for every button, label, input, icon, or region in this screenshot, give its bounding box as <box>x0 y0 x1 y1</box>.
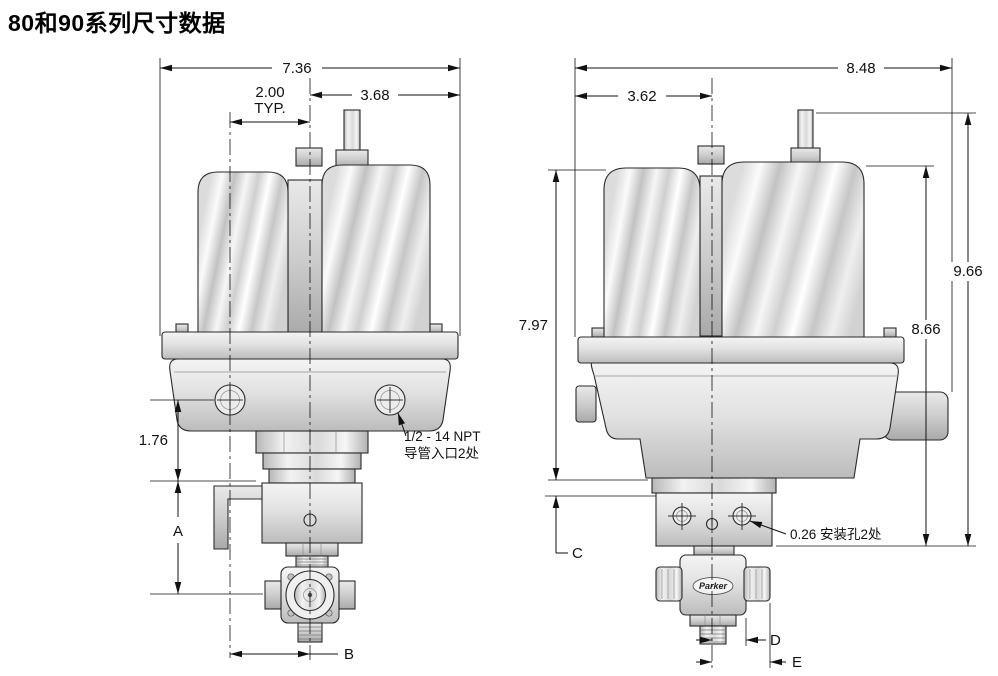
dim-typical-label: 2.00 <box>255 84 284 101</box>
dim-overall-width-label: 8.48 <box>846 60 875 77</box>
center-column <box>699 175 723 337</box>
mount-callout-leader <box>749 520 787 535</box>
base-flange <box>577 336 905 364</box>
top-center-boss <box>697 145 725 165</box>
right-solenoid-coil <box>321 164 431 336</box>
npt-callout-line2: 导管入口2处 <box>404 446 480 461</box>
pilot-stack-1 <box>255 430 369 454</box>
dim-body-height-label: 7.97 <box>519 317 548 334</box>
side-view: Parker 8.48 3.62 <box>519 58 989 671</box>
flange-bolt-right <box>883 327 897 338</box>
dim-overall-height-label: 9.66 <box>953 263 982 280</box>
brand-label: Parker <box>699 581 728 591</box>
knob-ridges <box>661 569 675 599</box>
front-view-valve-art <box>161 109 459 643</box>
dim-e-label: E <box>792 654 802 671</box>
dim-offset-label: 3.62 <box>627 88 656 105</box>
bottom-port <box>699 625 727 645</box>
manifold-block <box>261 482 363 544</box>
side-view-valve-art: Parker <box>575 109 949 645</box>
neck <box>651 477 777 494</box>
dim-coil-height-label: 8.66 <box>911 321 940 338</box>
mounting-hole-left <box>668 503 696 530</box>
knob-ridges <box>749 569 763 599</box>
valve-body <box>590 362 899 479</box>
side-port-right <box>338 580 356 610</box>
page-title: 80和90系列尺寸数据 <box>8 10 226 36</box>
front-view: 7.36 3.68 2.00 TYP. 1.76 A 1/2 - 14 NPT … <box>139 58 481 663</box>
dim-typical-suffix: TYP. <box>254 100 285 117</box>
left-solenoid-coil <box>603 167 701 361</box>
dim-upper-height-label: 1.76 <box>139 432 168 449</box>
side-port-left <box>264 580 282 610</box>
pilot-stack-2 <box>262 452 362 470</box>
mounting-bracket <box>213 485 263 550</box>
manual-override-stem <box>343 109 361 155</box>
dim-b-label: B <box>344 646 354 663</box>
flange-bolt-left <box>591 327 605 338</box>
pilot-stack-3 <box>268 468 356 484</box>
dim-d-label: D <box>770 632 781 649</box>
dim-half-width-label: 3.68 <box>360 87 389 104</box>
thread-lines <box>297 558 327 566</box>
npt-callout-line1: 1/2 - 14 NPT <box>404 429 481 444</box>
side-view-dimensions: 8.48 3.62 7.97 9.66 8.66 <box>519 58 989 671</box>
dim-a-label: A <box>173 523 183 540</box>
label-mask <box>947 262 989 281</box>
dim-c-label: C <box>572 545 583 562</box>
front-view-dimensions: 7.36 3.68 2.00 TYP. 1.76 A 1/2 - 14 NPT … <box>139 58 481 663</box>
locknut <box>285 542 339 557</box>
left-solenoid-coil <box>197 171 289 336</box>
top-center-boss <box>295 147 323 167</box>
mounting-hole-right <box>728 503 756 530</box>
mount-hole-callout: 0.26 安装孔2处 <box>790 527 882 542</box>
label-mask <box>905 320 947 339</box>
brand-badge <box>692 577 734 595</box>
locknut <box>689 614 737 627</box>
knob-left <box>655 566 683 602</box>
knob-right <box>743 566 771 602</box>
valve-neck <box>693 545 735 556</box>
side-lug <box>575 385 597 423</box>
center-column <box>287 179 323 337</box>
dim-overall-width-label: 7.36 <box>282 60 311 77</box>
manual-override-stem <box>797 109 814 155</box>
right-solenoid-coil <box>721 161 865 361</box>
conduit-hole-right <box>374 384 406 416</box>
npt-callout-leader <box>397 412 407 437</box>
